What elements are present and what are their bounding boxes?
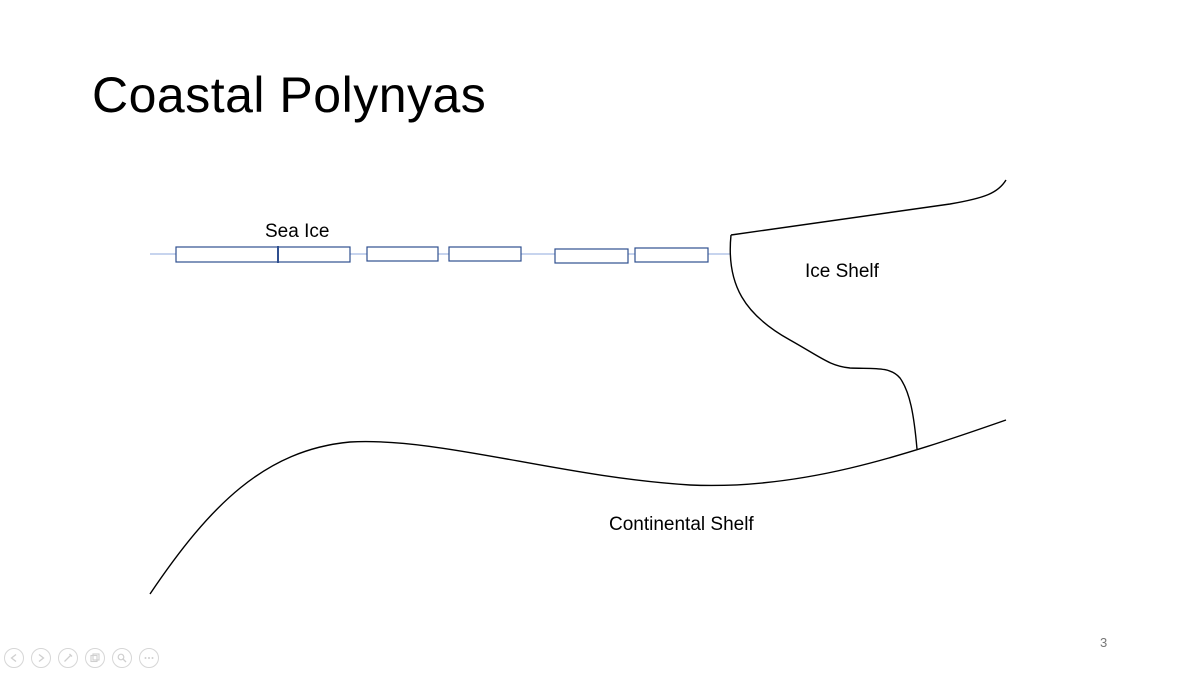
next-icon[interactable]: [31, 648, 51, 668]
sea-ice-floe: [448, 246, 522, 262]
slideshow-controls: [4, 648, 159, 668]
sea-ice-floe: [366, 246, 439, 262]
pen-icon[interactable]: [58, 648, 78, 668]
continental-shelf-label: Continental Shelf: [609, 514, 754, 535]
sea-ice-floe: [554, 248, 629, 264]
sea-ice-floe: [634, 247, 709, 263]
zoom-icon[interactable]: [112, 648, 132, 668]
previous-icon[interactable]: [4, 648, 24, 668]
slide-title: Coastal Polynyas: [92, 67, 487, 123]
ice-shelf-outline: [729, 179, 1007, 450]
sea-ice-floe: [175, 246, 279, 263]
sea-ice-floe: [277, 246, 351, 263]
slides-icon[interactable]: [85, 648, 105, 668]
page-number: 3: [1100, 635, 1108, 650]
sea-ice-label: Sea Ice: [265, 221, 330, 242]
ice-shelf-label: Ice Shelf: [805, 261, 879, 282]
continental-shelf-outline: [149, 419, 1007, 595]
sea-ice-floes: [175, 246, 709, 264]
more-icon[interactable]: [139, 648, 159, 668]
